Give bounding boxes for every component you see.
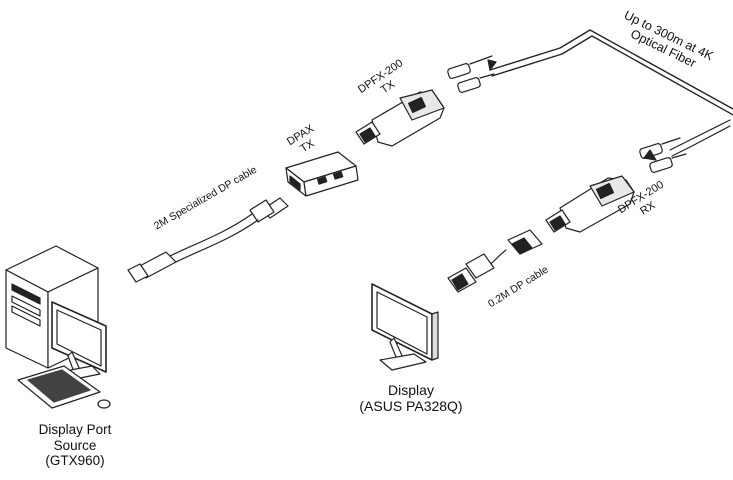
specialized-dp-cable [127, 197, 289, 283]
display-label: Display (ASUS PA328Q) [359, 382, 463, 415]
dpax-tx-box [285, 151, 359, 197]
pc-monitor [51, 301, 107, 381]
dpfx-200-tx-module [355, 89, 445, 147]
display-monitor [371, 283, 439, 371]
keyboard [17, 365, 101, 409]
fiber-connector-rx [639, 137, 687, 173]
fiber-connector-tx [447, 55, 497, 93]
dpfx-200-rx-module [545, 175, 635, 233]
mouse [97, 399, 111, 409]
source-label: Display Port Source (GTX960) [38, 422, 112, 469]
short-dp-cable [447, 229, 543, 293]
optical-fiber-cable [489, 29, 733, 157]
